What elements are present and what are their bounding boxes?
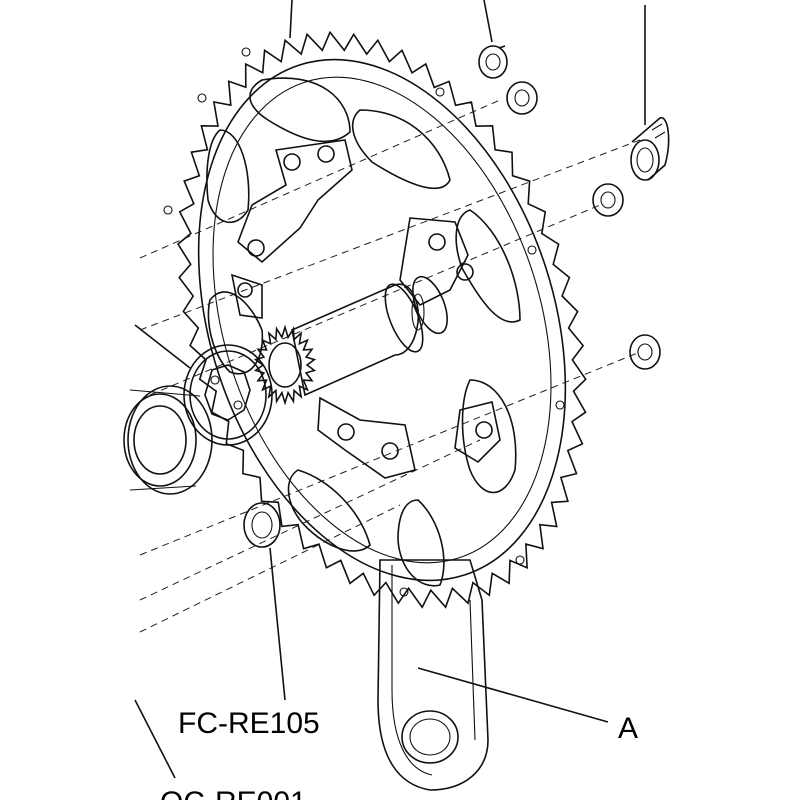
spacer-ring-icon <box>243 502 281 548</box>
part-label-arm: A <box>618 712 638 745</box>
label-leader-lines <box>134 324 609 779</box>
top-leader-lines <box>289 0 646 125</box>
spindle-icon <box>291 275 448 397</box>
lock-ring-icon <box>183 344 273 446</box>
part-label-cup: OC-RE001 <box>160 786 307 800</box>
bearing-cup-icon <box>123 385 213 495</box>
chainring-bolt-icon <box>478 45 670 370</box>
chainring-icon <box>163 30 587 609</box>
part-label-nut: FC-RE105 <box>178 707 320 740</box>
crank-arm-icon <box>230 139 501 791</box>
